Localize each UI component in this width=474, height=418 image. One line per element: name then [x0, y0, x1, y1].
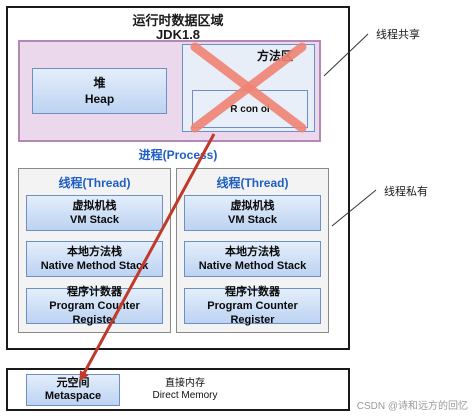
pc-register-en: Program Counter Register — [49, 300, 140, 326]
vm-stack-en: VM Stack — [228, 214, 277, 226]
heap-label-en: Heap — [84, 92, 115, 106]
pc-register-zh: 程序计数器 — [67, 286, 122, 298]
native-stack-box-left: 本地方法栈 Native Method Stack — [26, 241, 163, 277]
vm-stack-zh: 虚拟机栈 — [230, 200, 275, 212]
process-label: 进程(Process) — [138, 148, 218, 162]
vm-stack-box-left: 虚拟机栈 VM Stack — [26, 195, 163, 231]
migration-arrow — [79, 133, 216, 382]
native-stack-zh: 本地方法栈 — [67, 246, 122, 258]
metaspace-en: Metaspace — [44, 390, 102, 402]
pc-register-en: Program Counter Register — [207, 300, 298, 326]
native-stack-box-right: 本地方法栈 Native Method Stack — [184, 241, 321, 277]
pc-register-zh: 程序计数器 — [225, 286, 280, 298]
vm-stack-box-right: 虚拟机栈 VM Stack — [184, 195, 321, 231]
jdk-version-label: JDK1.8 — [155, 27, 201, 42]
direct-memory-label: 直接内存 Direct Memory — [135, 378, 235, 402]
native-stack-en: Native Method Stack — [198, 260, 307, 272]
thread-title-right: 线程(Thread) — [216, 176, 289, 190]
vm-stack-zh: 虚拟机栈 — [72, 200, 117, 212]
native-stack-en: Native Method Stack — [40, 260, 149, 272]
shared-callout-line — [323, 33, 369, 77]
private-callout-line — [331, 189, 377, 227]
pc-register-box-left: 程序计数器 Program Counter Register — [26, 286, 163, 326]
native-stack-zh: 本地方法栈 — [225, 246, 280, 258]
cross-stroke-2 — [190, 42, 307, 133]
runtime-area-title: 运行时数据区域 — [132, 13, 224, 28]
direct-memory-en: Direct Memory — [152, 390, 218, 401]
thread-shared-callout: 线程共享 — [376, 29, 420, 41]
watermark: CSDN @诗和远方的回忆 — [356, 401, 468, 412]
heap-label-zh: 堆 — [93, 76, 106, 90]
runtime-constant-pool-label: R con ol — [230, 104, 270, 115]
thread-private-callout: 线程私有 — [384, 186, 428, 198]
pc-register-box-right: 程序计数器 Program Counter Register — [184, 286, 321, 326]
heap-box: 堆 Heap — [32, 68, 167, 114]
vm-stack-en: VM Stack — [70, 214, 119, 226]
direct-memory-zh: 直接内存 — [165, 378, 205, 389]
thread-title-left: 线程(Thread) — [58, 176, 131, 190]
